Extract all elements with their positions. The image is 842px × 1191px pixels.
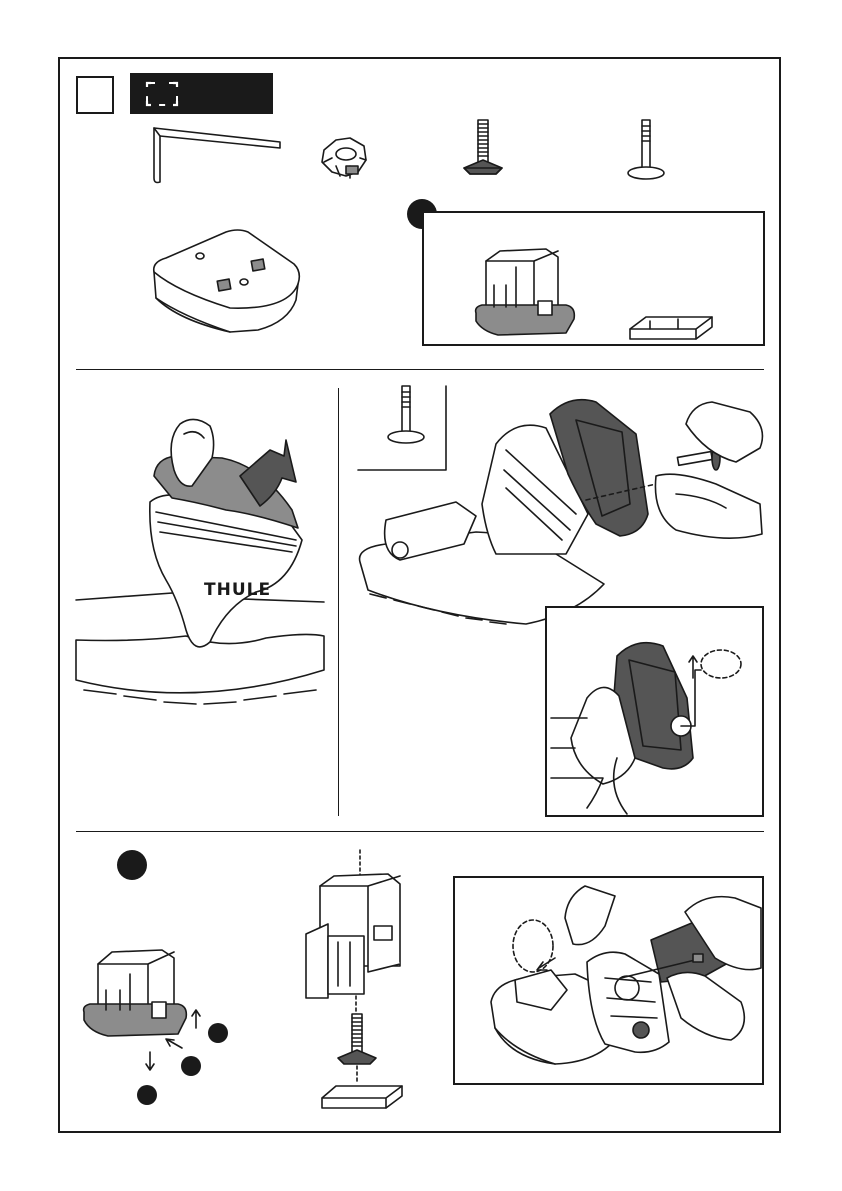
footpad-bracket-icon — [472, 241, 592, 351]
star-knob-icon — [316, 128, 376, 188]
step-bullet — [137, 1085, 157, 1105]
brand-logo: THULE — [204, 580, 271, 600]
footpad-bracket-disassembly-icon — [78, 944, 228, 1074]
column-divider — [338, 388, 339, 816]
final-clip-installation-panel — [453, 876, 764, 1085]
tool-outline-icon — [147, 83, 177, 105]
final-clip-installation-icon — [455, 878, 761, 1082]
step-number-box — [76, 76, 114, 114]
section-divider — [76, 831, 764, 832]
section-divider — [76, 369, 764, 370]
strap-cover-removal-icon — [76, 410, 336, 720]
hex-key-icon — [148, 122, 288, 192]
adapter-mounting-icon — [356, 384, 776, 634]
t-bolt-icon — [622, 116, 672, 186]
clip-plate-icon — [626, 311, 716, 351]
callout-bullet — [117, 850, 147, 880]
allen-key-tightening-icon — [547, 608, 762, 814]
allen-key-detail-panel — [545, 606, 764, 817]
header-bar — [130, 73, 273, 114]
alternative-parts-panel — [422, 211, 765, 346]
exploded-bracket-assembly-icon — [298, 846, 418, 1116]
step-bullet — [181, 1056, 201, 1076]
step-bullet — [208, 1023, 228, 1043]
adapter-base-plate-icon — [148, 222, 308, 342]
bolt-with-washer-icon — [458, 116, 508, 186]
